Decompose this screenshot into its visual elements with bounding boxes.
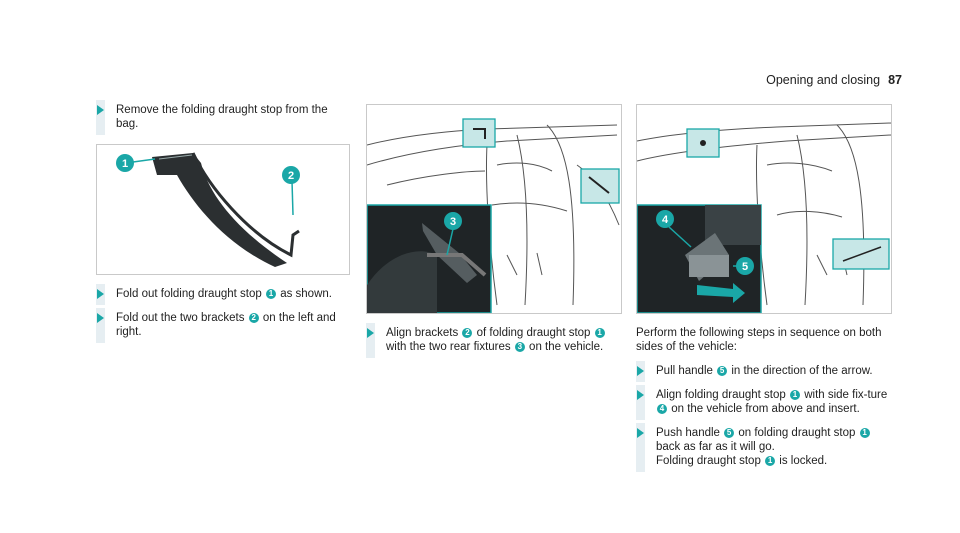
figure-side-fixture: 4 5 xyxy=(636,104,892,314)
callout-4-label: 4 xyxy=(662,214,669,226)
callout-3-label: 3 xyxy=(450,216,456,228)
page-number: 87 xyxy=(888,73,902,87)
step-brackets: Fold out the two brackets 2 on the left … xyxy=(96,308,348,343)
step-bar xyxy=(636,385,645,420)
ref-number: 1 xyxy=(265,289,276,299)
step-text: on the left and right. xyxy=(116,312,336,338)
step-pull-handle: Pull handle 5 in the direction of the ar… xyxy=(636,361,894,382)
step-remove: Remove the folding draught stop from the… xyxy=(96,100,348,135)
step-text: Align brackets xyxy=(386,327,459,339)
callout-3 xyxy=(444,212,462,230)
ref-number: 1 xyxy=(594,328,605,338)
step-align-brackets: Align brackets 2 of folding draught stop… xyxy=(366,323,620,358)
step-text: is locked. xyxy=(779,455,828,467)
step-text: on folding draught stop xyxy=(738,427,856,439)
ref-number: 1 xyxy=(765,456,776,466)
ref-number: 5 xyxy=(724,428,735,438)
callout-2-label: 2 xyxy=(288,170,294,182)
step-bar xyxy=(636,423,645,472)
ref-number: 4 xyxy=(657,404,667,414)
step-text: Push handle xyxy=(656,427,720,439)
ref-number: 1 xyxy=(859,428,870,438)
step-text: as shown. xyxy=(280,288,332,300)
step-text: on the vehicle. xyxy=(529,341,604,353)
step-bar xyxy=(366,323,375,358)
side-fixture-illustration: 4 5 xyxy=(637,122,891,313)
step-push-handle: Push handle 5 on folding draught stop 1 … xyxy=(636,423,894,472)
ref-number: 2 xyxy=(248,313,259,323)
section-title: Opening and closing xyxy=(766,73,881,87)
figure-draught-stop: 1 2 xyxy=(96,144,350,275)
step-text: on the vehicle from above and insert. xyxy=(671,403,860,415)
column-2-steps: Align brackets 2 of folding draught stop… xyxy=(366,323,620,364)
column-1-steps: Fold out folding draught stop 1 as shown… xyxy=(96,284,348,349)
step-text: Fold out folding draught stop xyxy=(116,288,262,300)
step-arrow-icon xyxy=(97,105,104,115)
step-bar xyxy=(96,308,105,343)
step-arrow-icon xyxy=(97,289,104,299)
ref-number: 2 xyxy=(462,328,473,338)
step-fold-out: Fold out folding draught stop 1 as shown… xyxy=(96,284,348,305)
step-text: Folding draught stop xyxy=(656,455,761,467)
column-1: Remove the folding draught stop from the… xyxy=(96,100,348,141)
step-text: Align folding draught stop xyxy=(656,389,786,401)
step-text: back as far as it will go. xyxy=(656,441,775,453)
ref-number: 1 xyxy=(790,390,800,400)
step-text: with side fix-ture xyxy=(804,389,888,401)
draught-stop-illustration: 1 2 xyxy=(116,152,300,267)
step-text: Fold out the two brackets xyxy=(116,312,245,324)
step-text: of folding draught stop xyxy=(476,327,591,339)
step-align-side-fixture: Align folding draught stop 1 with side f… xyxy=(636,385,894,420)
callout-5-label: 5 xyxy=(742,261,748,273)
ref-number: 5 xyxy=(717,366,728,376)
callout-2 xyxy=(282,166,300,184)
ref-number: 3 xyxy=(514,342,525,352)
intro-paragraph: Perform the following steps in sequence … xyxy=(636,327,882,353)
step-text: Remove the folding draught stop from the… xyxy=(116,104,328,130)
callout-1 xyxy=(116,154,134,172)
callout-1-label: 1 xyxy=(122,158,128,170)
step-text: with the two rear fixtures xyxy=(386,341,511,353)
step-arrow-icon xyxy=(367,328,374,338)
step-arrow-icon xyxy=(97,313,104,323)
page-header: Opening and closing 87 xyxy=(766,73,902,87)
callout-5 xyxy=(736,257,754,275)
step-arrow-icon xyxy=(637,428,644,438)
step-arrow-icon xyxy=(637,366,644,376)
step-text: in the direction of the arrow. xyxy=(731,365,873,377)
rear-seats-illustration: 3 xyxy=(367,118,620,313)
step-text: Pull handle xyxy=(656,365,713,377)
figure-rear-fixtures: 3 xyxy=(366,104,622,314)
callout-4 xyxy=(656,210,674,228)
step-bar xyxy=(96,100,105,135)
column-3-steps: Perform the following steps in sequence … xyxy=(636,326,894,478)
step-arrow-icon xyxy=(637,390,644,400)
